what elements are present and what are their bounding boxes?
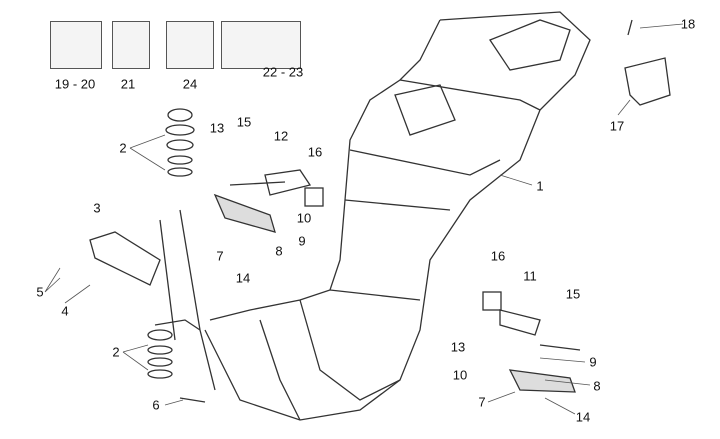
callout-16-right: 16 (490, 248, 506, 264)
callout-7-right: 7 (478, 394, 486, 410)
callout-14-right: 14 (575, 409, 591, 425)
part-2-upper (165, 108, 195, 177)
callout-9-right: 9 (589, 354, 597, 370)
part-17 (624, 57, 671, 106)
part-2-lower (147, 329, 173, 379)
kit-label-21: 21 (120, 76, 136, 92)
callout-16: 16 (307, 144, 323, 160)
kit-box-24 (166, 21, 214, 69)
callout-14: 14 (235, 270, 251, 286)
callout-8: 8 (275, 243, 283, 259)
callout-6: 6 (152, 397, 160, 413)
callout-3: 3 (93, 200, 101, 216)
kit-label-19-20: 19 - 20 (54, 76, 96, 92)
kit-box-19-20 (50, 21, 102, 69)
part-6 (179, 397, 206, 403)
callout-10: 10 (296, 210, 312, 226)
callout-11: 11 (523, 268, 537, 284)
part-12 (264, 169, 312, 196)
callout-8-right: 8 (593, 378, 601, 394)
part-7-right (508, 369, 576, 393)
kit-box-21 (112, 21, 150, 69)
callout-10-right: 10 (452, 367, 468, 383)
kit-label-24: 24 (182, 76, 198, 92)
callout-15: 15 (236, 114, 252, 130)
callout-9: 9 (298, 233, 306, 249)
callout-13-right: 13 (450, 339, 466, 355)
leader-lines (44, 23, 684, 415)
part-7-left (213, 193, 276, 233)
callout-2: 2 (119, 140, 127, 156)
part-3 (89, 231, 161, 286)
callout-12: 12 (273, 128, 289, 144)
part-18 (627, 19, 633, 36)
part-16-right (482, 291, 502, 311)
part-11 (499, 309, 541, 336)
callout-2-lower: 2 (112, 344, 120, 360)
part-16-left (304, 187, 324, 207)
callout-4: 4 (61, 303, 69, 319)
callout-15-right: 15 (565, 286, 581, 302)
callout-18: 18 (680, 16, 696, 32)
callout-5: 5 (36, 284, 44, 300)
main-frame (154, 11, 591, 421)
kit-box-22-23 (221, 21, 301, 69)
callout-13: 13 (209, 120, 225, 136)
callout-1: 1 (536, 178, 544, 194)
kit-label-22-23: 22 - 23 (262, 64, 304, 80)
part-15-right (539, 344, 581, 351)
callout-17: 17 (609, 118, 625, 134)
callout-7: 7 (216, 248, 224, 264)
part-15-left (229, 181, 286, 186)
